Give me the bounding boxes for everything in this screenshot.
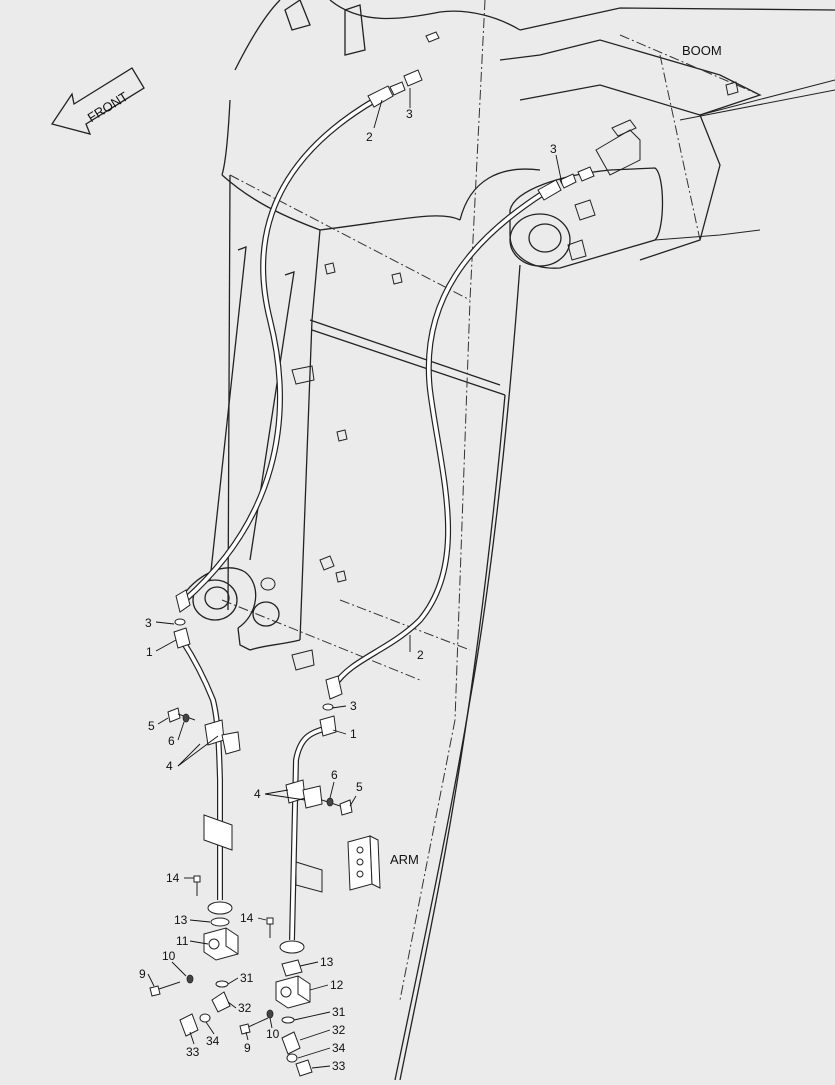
hose-right (325, 173, 577, 700)
callout-2-upper: 2 (366, 130, 373, 144)
callout-32-left: 32 (238, 1001, 252, 1015)
callout-13-right: 13 (320, 955, 334, 969)
callout-9-right: 9 (244, 1041, 251, 1055)
callout-14-left: 14 (166, 871, 180, 885)
callout-numbers: 2 3 3 3 1 5 6 4 2 3 1 4 6 5 14 13 11 14 … (139, 107, 557, 1073)
callout-13-left: 13 (174, 913, 188, 927)
callout-4-left: 4 (166, 759, 173, 773)
arm-port-block (347, 835, 381, 891)
callout-4-right: 4 (254, 787, 261, 801)
callout-10-left: 10 (162, 949, 176, 963)
bolt-left (167, 707, 196, 723)
callout-6-right: 6 (331, 768, 338, 782)
callout-3-boom: 3 (550, 142, 557, 156)
callout-14-right: 14 (240, 911, 254, 925)
callout-31-left: 31 (240, 971, 254, 985)
callout-6-left: 6 (168, 734, 175, 748)
arm-label: ARM (390, 852, 419, 867)
pipe-right (279, 703, 337, 954)
callout-5-right: 5 (356, 780, 363, 794)
callout-11: 11 (176, 934, 189, 948)
callout-3-left: 3 (145, 616, 152, 630)
pipe-left (173, 618, 241, 915)
callout-34-right: 34 (332, 1041, 346, 1055)
callout-12: 12 (330, 978, 344, 992)
callout-31-right: 31 (332, 1005, 346, 1019)
callout-5-left: 5 (148, 719, 155, 733)
valve-block-right (239, 917, 313, 1077)
valve-block-left (149, 875, 239, 1037)
hose-left (175, 81, 406, 613)
boom-structure (221, 0, 835, 269)
fitting-top (403, 31, 595, 182)
callout-10-right: 10 (266, 1027, 280, 1041)
arm-link (179, 246, 301, 651)
callout-1-left: 1 (146, 645, 153, 659)
arm-structure (221, 0, 521, 1081)
callout-2-lower: 2 (417, 648, 424, 662)
front-label: FRONT (85, 89, 131, 125)
callout-3-right: 3 (350, 699, 357, 713)
leader-lines (147, 88, 563, 1069)
callout-33-right: 33 (332, 1059, 346, 1073)
front-direction-arrow: FRONT (50, 67, 145, 135)
callout-1-right: 1 (350, 727, 357, 741)
callout-9-left: 9 (139, 967, 146, 981)
callout-33-left: 33 (186, 1045, 200, 1059)
boom-label: BOOM (682, 43, 722, 58)
bolt-right (321, 797, 353, 816)
callout-3-upper: 3 (406, 107, 413, 121)
callout-34-left: 34 (206, 1034, 220, 1048)
callout-32-right: 32 (332, 1023, 346, 1037)
